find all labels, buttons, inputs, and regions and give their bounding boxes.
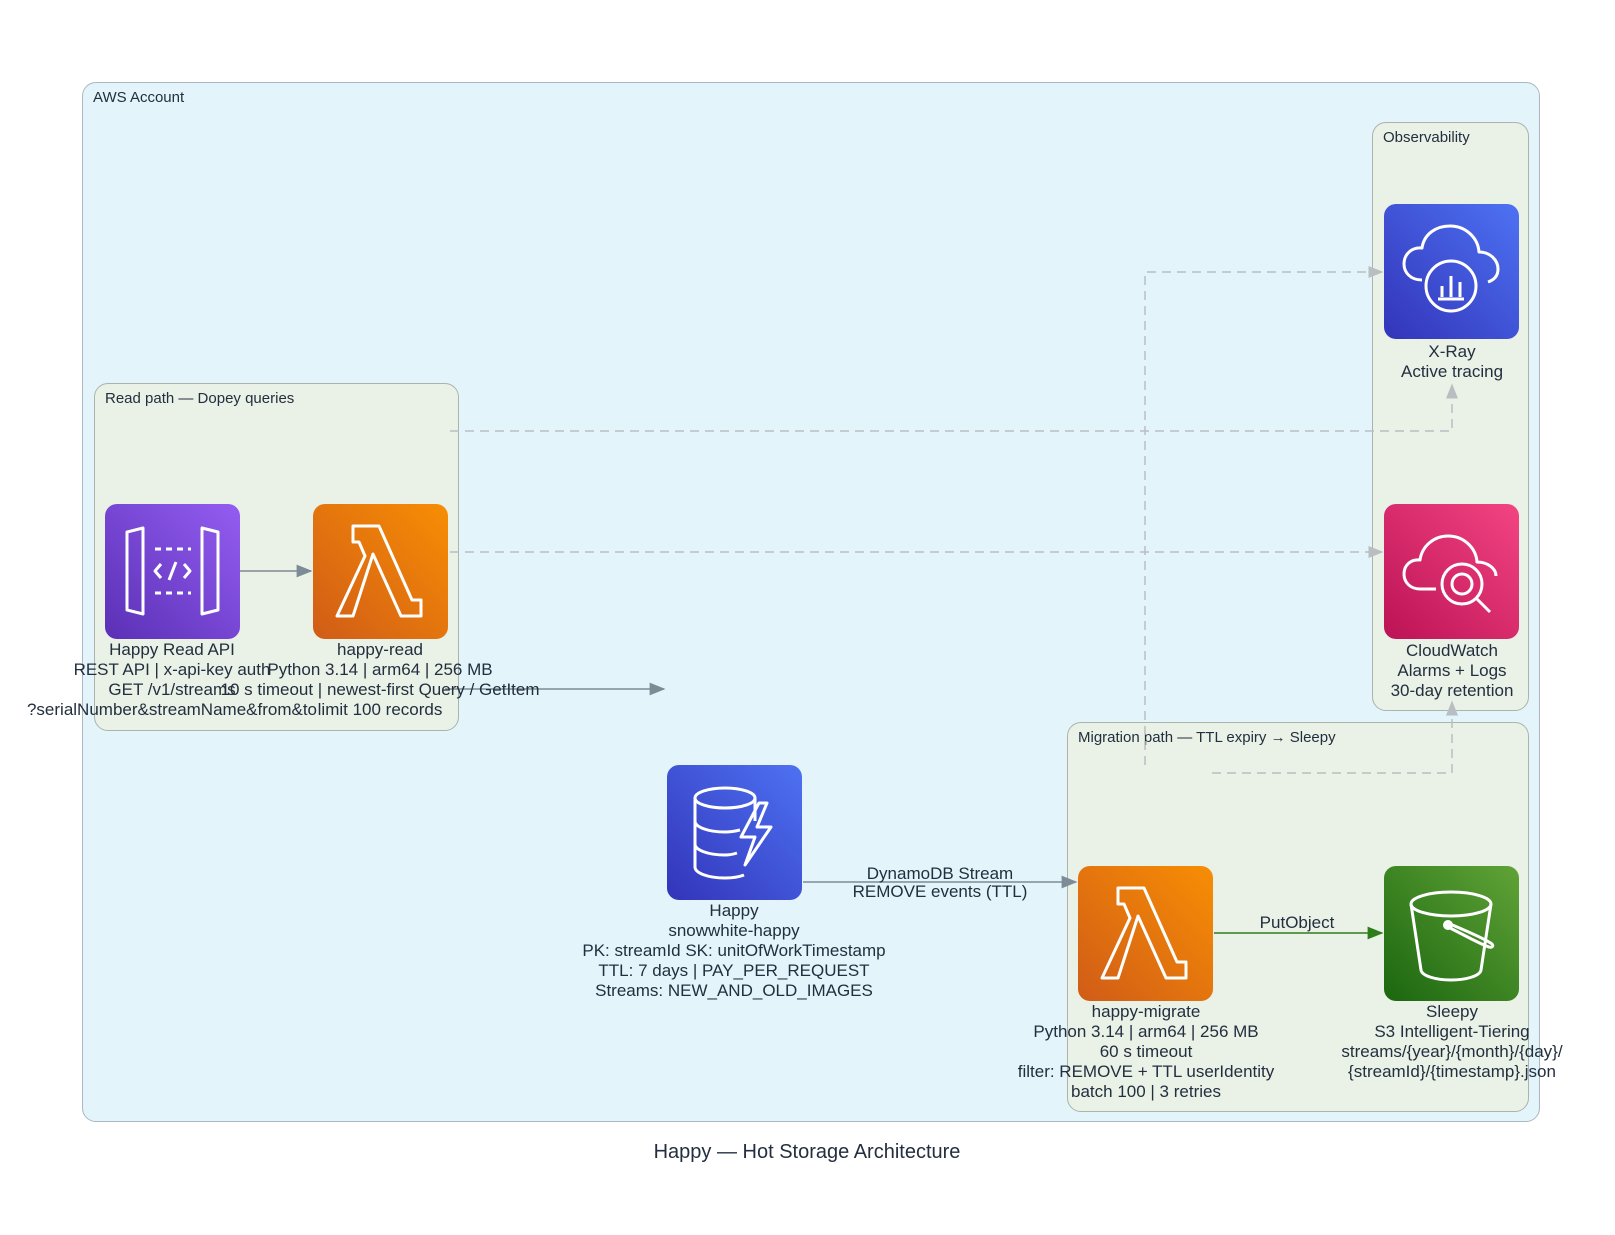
xray-icon bbox=[1384, 204, 1519, 339]
sleepy-name: Sleepy bbox=[1426, 1002, 1478, 1021]
table-detail-4: Streams: NEW_AND_OLD_IMAGES bbox=[595, 981, 873, 1000]
edge-label-put-object: PutObject bbox=[1259, 913, 1335, 932]
happy-read-name: happy-read bbox=[336, 640, 423, 659]
aws-account-title: AWS Account bbox=[93, 89, 185, 106]
table-detail-2: PK: streamId SK: unitOfWorkTimestamp bbox=[582, 941, 886, 960]
happy-read-detail-2: 10 s timeout | newest-first Query / GetI… bbox=[220, 680, 540, 699]
lambda-icon bbox=[1078, 866, 1213, 1001]
sleepy-detail-1: S3 Intelligent-Tiering bbox=[1374, 1022, 1530, 1041]
cloudwatch-name: CloudWatch bbox=[1406, 641, 1498, 660]
edge-label-stream-line1: DynamoDB Stream bbox=[866, 864, 1014, 883]
node-label-happy-migrate: happy-migrate Python 3.14 | arm64 | 256 … bbox=[1018, 1002, 1275, 1102]
cloudwatch-icon bbox=[1384, 504, 1519, 639]
node-label-happy-table: Happy snowwhite-happy PK: streamId SK: u… bbox=[582, 901, 885, 1001]
sleepy-detail-3: {streamId}/{timestamp}.json bbox=[1348, 1062, 1556, 1081]
migrate-detail-2: 60 s timeout bbox=[1099, 1042, 1193, 1061]
node-label-cloudwatch: CloudWatch Alarms + Logs 30-day retentio… bbox=[1391, 641, 1514, 701]
table-name: Happy bbox=[709, 901, 759, 920]
read-path-title: Read path — Dopey queries bbox=[105, 390, 295, 407]
table-detail-3: TTL: 7 days | PAY_PER_REQUEST bbox=[598, 961, 870, 980]
node-label-xray: X-Ray Active tracing bbox=[1401, 342, 1503, 382]
migrate-detail-1: Python 3.14 | arm64 | 256 MB bbox=[1033, 1022, 1259, 1041]
api-gateway-icon bbox=[105, 504, 240, 639]
edge-label-stream-line2: REMOVE events (TTL) bbox=[852, 882, 1028, 901]
table-detail-1: snowwhite-happy bbox=[668, 921, 800, 940]
api-detail-1: REST API | x-api-key auth bbox=[73, 660, 271, 679]
xray-detail-1: Active tracing bbox=[1400, 362, 1504, 381]
dynamodb-icon bbox=[667, 765, 802, 900]
edge-migrate-to-xray bbox=[1144, 266, 1384, 765]
migrate-detail-3: filter: REMOVE + TTL userIdentity bbox=[1017, 1062, 1275, 1081]
happy-read-detail-1: Python 3.14 | arm64 | 256 MB bbox=[267, 660, 493, 679]
node-label-happy-read: happy-read Python 3.14 | arm64 | 256 MB … bbox=[220, 640, 539, 720]
node-label-happy-read-api: Happy Read API REST API | x-api-key auth… bbox=[27, 640, 317, 720]
diagram-caption: Happy — Hot Storage Architecture bbox=[653, 1141, 961, 1163]
cloudwatch-detail-2: 30-day retention bbox=[1390, 681, 1514, 700]
happy-read-detail-3: limit 100 records bbox=[317, 700, 443, 719]
observability-title: Observability bbox=[1383, 129, 1470, 146]
xray-name: X-Ray bbox=[1428, 342, 1476, 361]
api-name: Happy Read API bbox=[109, 640, 235, 659]
migrate-detail-4: batch 100 | 3 retries bbox=[1071, 1082, 1221, 1101]
edge-migrate-to-cloudwatch bbox=[1212, 700, 1458, 774]
cloudwatch-detail-1: Alarms + Logs bbox=[1397, 661, 1507, 680]
node-label-sleepy: Sleepy S3 Intelligent-Tiering streams/{y… bbox=[1341, 1002, 1562, 1082]
api-detail-3: ?serialNumber&streamName&from&to bbox=[26, 700, 318, 719]
lambda-icon bbox=[313, 504, 448, 639]
s3-bucket-icon bbox=[1384, 866, 1519, 1001]
migrate-name: happy-migrate bbox=[1091, 1002, 1201, 1021]
sleepy-detail-2: streams/{year}/{month}/{day}/ bbox=[1341, 1042, 1563, 1061]
edge-label-stream: DynamoDB Stream REMOVE events (TTL) bbox=[853, 865, 1028, 901]
migration-path-title: Migration path — TTL expiry → Sleepy bbox=[1078, 729, 1336, 746]
api-detail-2: GET /v1/streams bbox=[108, 680, 236, 699]
edge-read-to-xray bbox=[450, 383, 1458, 432]
